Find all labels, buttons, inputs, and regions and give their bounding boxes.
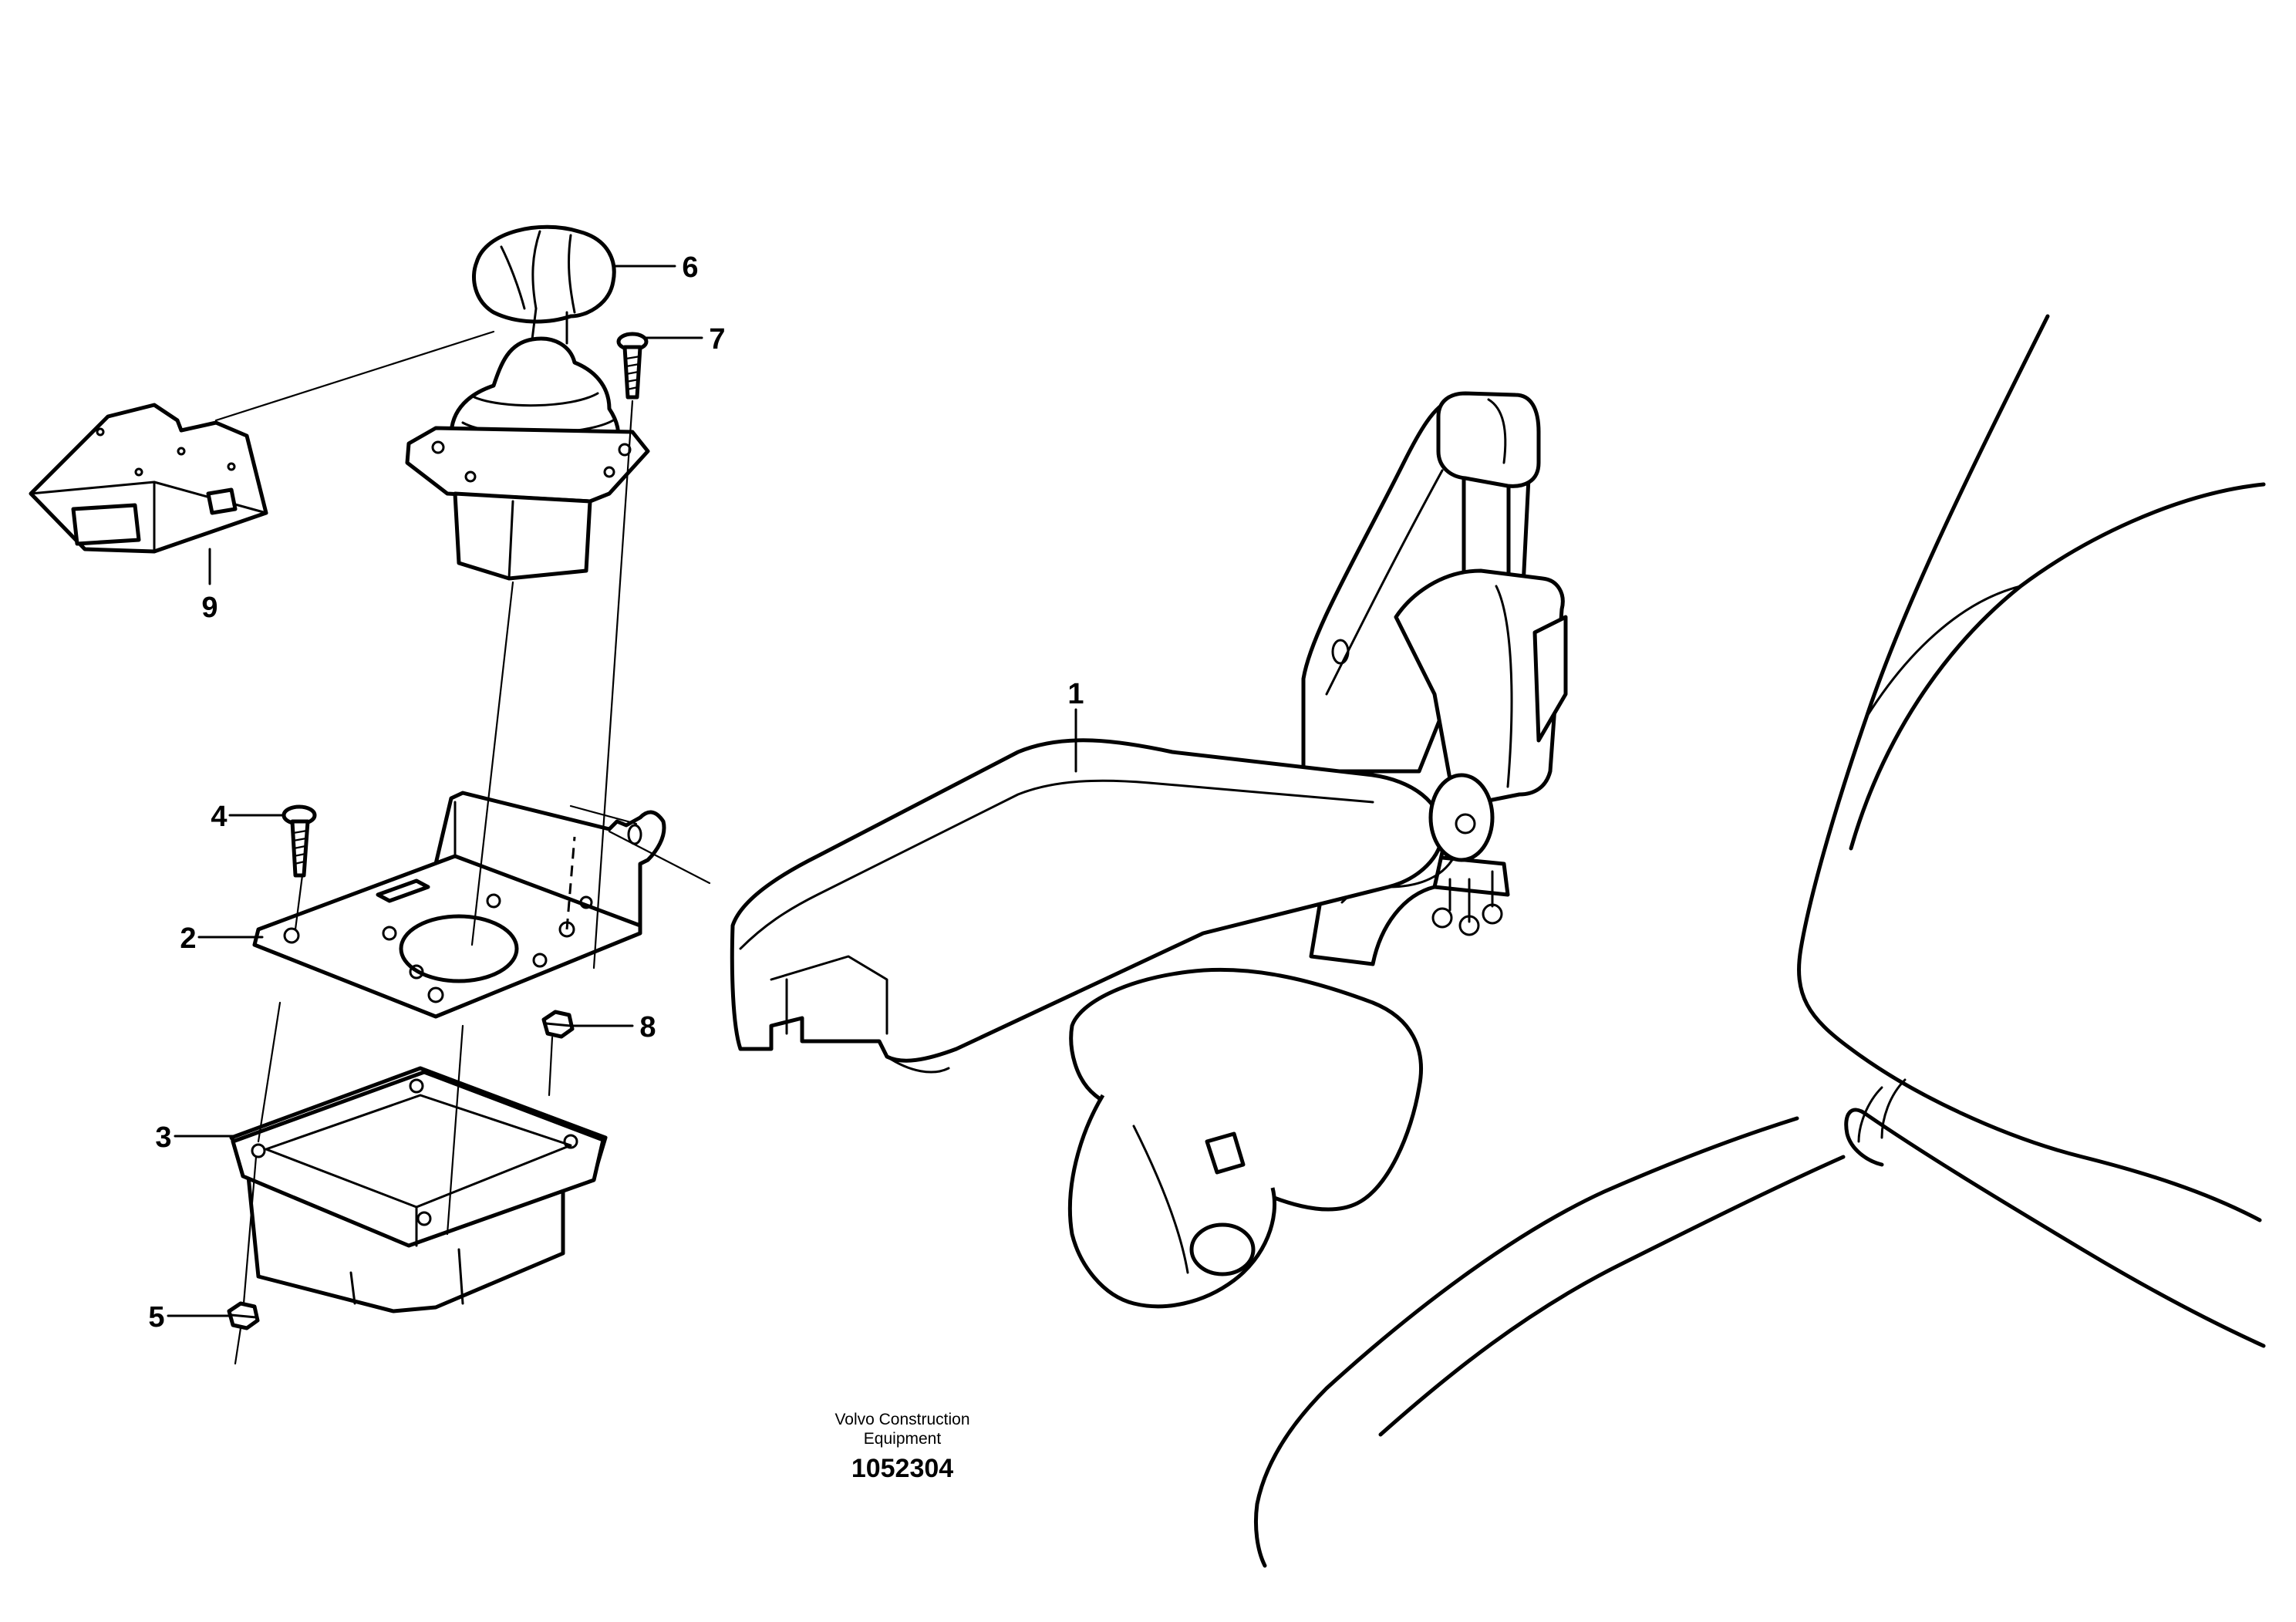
nut-5 (227, 1301, 260, 1330)
drawing-part-number: 1052304 (851, 1454, 953, 1483)
callout-4: 4 (211, 801, 227, 833)
callout-5: 5 (148, 1301, 164, 1334)
armrest-assembly (730, 391, 1568, 1309)
bolt-7 (616, 332, 649, 400)
callout-2: 2 (180, 922, 196, 955)
assembly-guide-lines (214, 330, 711, 1365)
mounting-plate (252, 791, 666, 1019)
seat-drawing (1254, 314, 2266, 1568)
credit-line-2: Equipment (864, 1430, 942, 1448)
nut-8 (541, 1010, 575, 1039)
callout-6: 6 (682, 251, 698, 284)
callout-7: 7 (709, 323, 725, 356)
callout-9: 9 (201, 592, 217, 624)
cover-panel (29, 403, 268, 554)
callout-leaders (167, 265, 1077, 1317)
knob-part (472, 224, 616, 324)
bolt-4 (282, 804, 317, 878)
credit-line-1: Volvo Construction (834, 1411, 969, 1428)
joystick-part (405, 307, 650, 581)
drawing-credit-block: Volvo Construction Equipment 1052304 (834, 1411, 969, 1483)
callout-labels: 1 2 3 4 5 6 7 8 9 (148, 251, 1084, 1334)
callout-1: 1 (1067, 678, 1084, 710)
housing-box (229, 1066, 608, 1313)
callout-8: 8 (639, 1011, 656, 1044)
callout-3: 3 (155, 1121, 171, 1154)
